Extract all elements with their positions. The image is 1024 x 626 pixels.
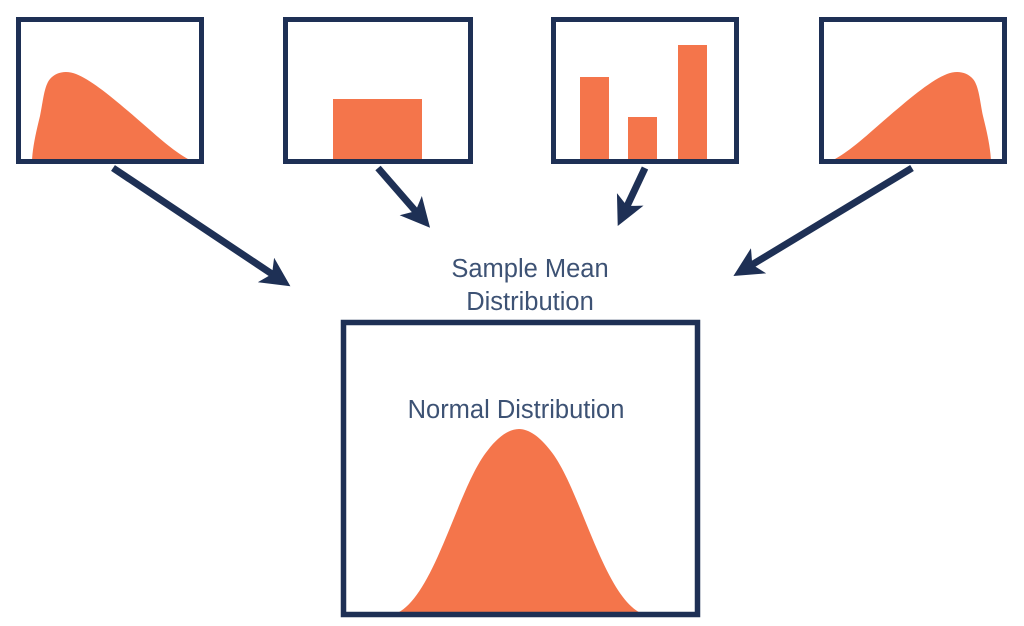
panel-uniform-distribution [283,17,473,164]
panel-4-border [819,17,1007,164]
panel-2-border [283,17,473,164]
result-panel-border [340,319,701,618]
bell-curve-fill [394,429,644,614]
uniform-block [333,99,422,162]
sample-mean-distribution-label: Sample Mean Distribution [451,255,608,316]
left-skewed-curve-fill [829,71,991,162]
panel-right-skewed-distribution [16,17,204,164]
normal-distribution-label: Normal Distribution [408,396,625,424]
arrow-from-right-skewed [111,165,291,287]
arrow-from-bars [616,166,649,226]
bars-fill [580,45,707,162]
panel-bar-distribution [551,17,739,164]
panel-normal-distribution: Normal Distribution [340,319,701,618]
bar-2 [628,117,657,162]
bar-3 [678,45,707,162]
uniform-block-fill [333,99,422,162]
sample-mean-label-line2: Distribution [466,288,594,316]
bar-1 [580,77,609,162]
sample-mean-label-line1: Sample Mean [451,255,608,283]
panel-1-border [16,17,204,164]
arrow-group [111,165,914,287]
arrow-from-uniform [375,165,431,228]
arrow-from-left-skewed [733,165,914,276]
panel-3-border [551,17,739,164]
panel-left-skewed-distribution [819,17,1007,164]
right-skewed-curve-fill [32,71,194,162]
